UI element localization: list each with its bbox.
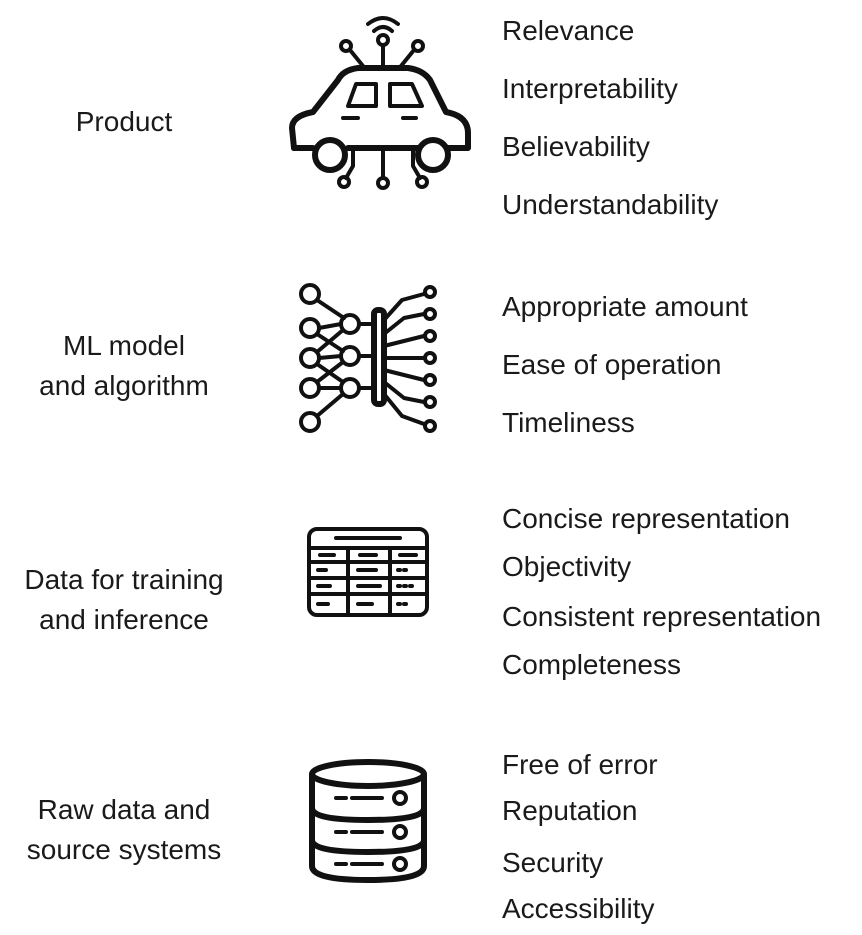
attribute-item: Understandability — [502, 189, 719, 220]
attribute-item: Reputation — [502, 795, 638, 826]
layer-label-data: Data for training and inference — [0, 560, 254, 640]
label-line: Data for training — [24, 564, 224, 595]
attribute-item: Believability — [502, 131, 650, 162]
label-line: Raw data and — [37, 794, 211, 825]
database-server-icon — [306, 758, 430, 889]
attribute-item: Concise representation — [502, 503, 790, 534]
attribute-item: Interpretability — [502, 73, 678, 104]
label-line: and inference — [39, 604, 209, 635]
data-table-icon — [306, 526, 430, 623]
attribute-item: Ease of operation — [502, 349, 722, 380]
attribute-item: Consistent representation — [502, 601, 822, 632]
layer-label-product: Product — [0, 102, 254, 142]
attribute-item: Security — [502, 847, 604, 878]
label-line: Product — [75, 106, 173, 137]
label-line: and algorithm — [39, 370, 209, 401]
attribute-item: Accessibility — [502, 893, 655, 924]
smart-car-icon — [288, 8, 478, 198]
attribute-item: Objectivity — [502, 551, 632, 582]
label-line: source systems — [26, 834, 222, 865]
attribute-item: Free of error — [502, 749, 658, 780]
label-line: ML model — [63, 330, 185, 361]
layer-label-ml-model: ML model and algorithm — [0, 326, 254, 406]
layer-label-raw-data: Raw data and source systems — [0, 790, 254, 870]
attribute-item: Relevance — [502, 15, 635, 46]
attribute-item: Timeliness — [502, 407, 635, 438]
attribute-item: Appropriate amount — [502, 291, 748, 322]
neural-network-chip-icon — [292, 280, 452, 445]
attribute-item: Completeness — [502, 649, 681, 680]
